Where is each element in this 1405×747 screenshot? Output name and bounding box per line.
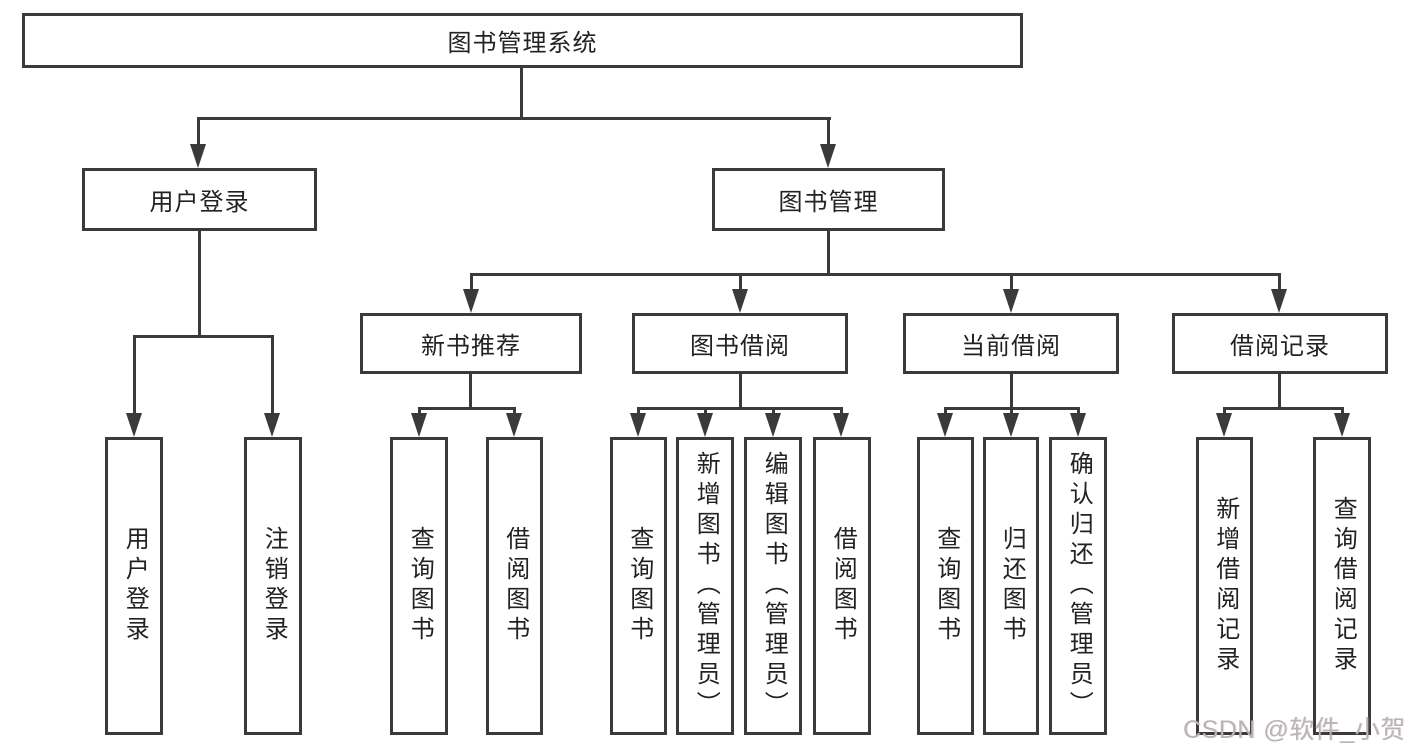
arrow-down-icon [126,413,142,437]
leaf-borrow-books-1: 借阅图书 [486,437,543,735]
leaf-query-borrow-record: 查询借阅记录 [1313,437,1371,735]
node-label: 查询图书 [932,526,960,646]
node-label: 查询图书 [406,526,434,646]
arrow-down-icon [765,413,781,437]
node-label: 借阅图书 [501,526,529,646]
node-current-borrowing: 当前借阅 [903,313,1119,374]
connector-line [739,273,742,293]
node-new-book-recommendation: 新书推荐 [360,313,582,374]
node-label: 新增图书（管理员） [692,451,720,721]
connector-line [637,407,843,410]
node-label: 归还图书 [998,526,1026,646]
node-label: 图书管理 [778,189,879,216]
leaf-borrow-books-2: 借阅图书 [813,437,871,735]
arrow-down-icon [1070,413,1086,437]
connector-line [198,231,201,335]
connector-line [520,68,523,117]
leaf-query-books-3: 查询图书 [917,437,974,735]
node-label: 编辑图书（管理员） [760,451,788,721]
node-user-login: 用户登录 [82,168,317,231]
arrow-down-icon [1003,413,1019,437]
connector-line [133,335,274,338]
connector-line [1278,374,1281,407]
leaf-logout: 注销登录 [244,437,302,735]
node-label: 借阅图书 [829,526,857,646]
connector-line [739,374,742,407]
connector-line [133,335,136,417]
leaf-confirm-return-admin: 确认归还（管理员） [1049,437,1107,735]
node-book-management: 图书管理 [712,168,945,231]
arrow-down-icon [732,289,748,313]
arrow-down-icon [937,413,953,437]
connector-line [840,407,843,417]
connector-line [944,407,947,417]
node-label: 查询借阅记录 [1329,496,1357,676]
connector-line [513,407,516,417]
connector-line [704,407,707,417]
node-label: 注销登录 [260,526,288,646]
connector-line [637,407,640,417]
connector-line [418,407,421,417]
node-label: 确认归还（管理员） [1065,451,1093,721]
leaf-query-books-1: 查询图书 [390,437,448,735]
connector-line [470,273,473,293]
arrow-down-icon [506,413,522,437]
watermark: CSDN @软件_小贺同学 [1183,716,1405,744]
connector-line [772,407,775,417]
connector-line [827,231,830,273]
connector-line [469,374,472,407]
node-label: 新增借阅记录 [1211,496,1239,676]
leaf-add-books-admin: 新增图书（管理员） [676,437,734,735]
connector-line [418,407,516,410]
connector-line [1223,407,1226,417]
connector-line [1010,273,1013,293]
arrow-down-icon [630,413,646,437]
connector-line [1010,374,1013,407]
arrow-down-icon [697,413,713,437]
node-label: 图书管理系统 [447,30,598,57]
leaf-return-books: 归还图书 [983,437,1039,735]
leaf-query-books-2: 查询图书 [610,437,667,735]
arrow-down-icon [463,289,479,313]
arrow-down-icon [1216,413,1232,437]
connector-line [1010,407,1013,417]
connector-line [470,273,1281,276]
leaf-user-login: 用户登录 [105,437,163,735]
node-book-borrowing: 图书借阅 [632,313,848,374]
arrow-down-icon [1271,289,1287,313]
arrow-down-icon [833,413,849,437]
node-label: 用户登录 [149,189,250,216]
node-label: 用户登录 [121,526,149,646]
connector-line [1077,407,1080,417]
connector-line [1278,273,1281,293]
node-label: 当前借阅 [961,333,1061,360]
leaf-add-borrow-record: 新增借阅记录 [1196,437,1253,735]
leaf-edit-books-admin: 编辑图书（管理员） [744,437,802,735]
connector-line [271,335,274,417]
node-label: 新书推荐 [421,333,521,360]
node-label: 图书借阅 [690,333,790,360]
connector-line [1223,407,1343,410]
connector-line [197,117,831,120]
node-borrowing-records: 借阅记录 [1172,313,1388,374]
arrow-down-icon [264,413,280,437]
connector-line [1341,407,1344,417]
connector-line [827,117,830,147]
node-label: 借阅记录 [1230,333,1330,360]
node-label: 查询图书 [625,526,653,646]
connector-line [197,117,200,147]
arrow-down-icon [1334,413,1350,437]
arrow-down-icon [1003,289,1019,313]
arrow-down-icon [411,413,427,437]
arrow-down-icon [820,144,836,168]
arrow-down-icon [190,144,206,168]
node-library-management-system: 图书管理系统 [22,13,1023,68]
